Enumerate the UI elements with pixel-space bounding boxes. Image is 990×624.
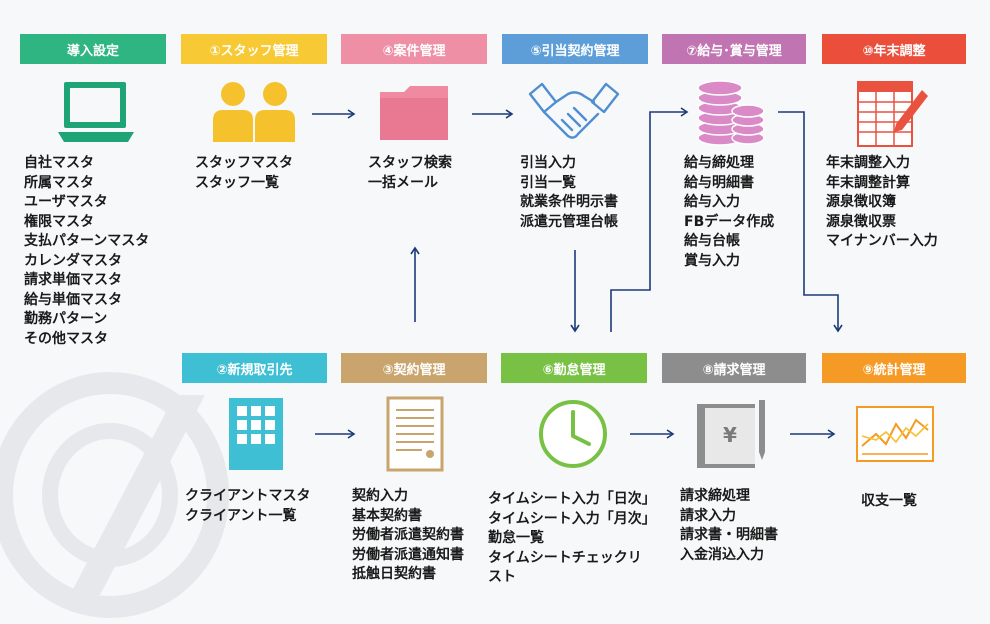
step-title: ⑩年末調整 [862,43,926,59]
list-item: 引当入力 [520,155,576,171]
list-item: 就業条件明示書 [520,194,618,210]
list-item: 所属マスタ [24,174,94,191]
list-item: 給与台帳 [684,233,740,249]
svg-text:¥: ¥ [723,423,737,447]
item-list-assignment: 引当入力引当一覧就業条件明示書派遣元管理台帳 [520,154,618,232]
list-item: スタッフ一覧 [195,174,279,191]
list-item: FBデータ作成 [684,213,775,230]
list-item: 一括メール [368,174,438,191]
item-list-attendance: タイムシート入力「日次」タイムシート入力「月次」勤怠一覧タイムシートチェックリス… [488,490,656,588]
list-item: 労働者派遣通知書 [352,546,464,563]
list-item: 年末調整計算 [826,174,910,191]
list-item: 給与明細書 [684,174,754,191]
step-header-year-end: ⑩年末調整 [822,34,966,64]
list-item: 派遣元管理台帳 [520,213,618,230]
people-icon [213,82,295,142]
step-title: ⑤引当契約管理 [530,43,620,59]
item-list-new-client: クライアントマスタクライアント一覧 [185,487,310,526]
item-list-payroll: 給与締処理給与明細書給与入力 FBデータ作成給与台帳賞与入力 [684,154,774,271]
list-item: 自社マスタ [24,155,94,171]
list-item: その他マスタ [24,330,108,347]
list-item: タイムシート入力「月次」 [488,510,656,527]
item-list-statistics: 収支一覧 [861,492,917,512]
list-item: 抵触日契約書 [352,566,436,582]
step-header-payroll: ⑦給与･賞与管理 [662,34,806,64]
step-header-attendance: ⑥勤怠管理 [501,353,647,383]
step-header-statistics: ⑨統計管理 [822,353,966,383]
list-item: ユーザマスタ [24,194,108,210]
list-item: 源泉徴収簿 [826,194,896,210]
coins-icon [697,80,765,146]
list-item: スト [488,569,516,585]
spreadsheet-icon [857,81,928,147]
list-item: 請求書・明細書 [680,527,778,543]
list-item: 収支一覧 [861,493,917,509]
list-item: カレンダマスタ [24,252,122,269]
step-header-assignment: ⑤引当契約管理 [502,34,648,64]
list-item: マイナンバー入力 [826,233,938,249]
step-title: ①スタッフ管理 [209,43,299,59]
list-item: スタッフマスタ [195,155,293,171]
item-list-setup: 自社マスタ所属マスタユーザマスタ権限マスタ支払パターンマスタカレンダマスタ請求単… [24,154,149,349]
list-item: 基本契約書 [352,507,422,524]
list-item: 請求単価マスタ [24,272,122,288]
folder-icon [380,86,448,140]
step-title: ⑥勤怠管理 [542,362,606,378]
step-header-setup: 導入設定 [20,34,166,64]
list-item: 権限マスタ [24,213,94,230]
list-item: クライアント一覧 [185,507,297,524]
list-item: 支払パターンマスタ [24,233,150,249]
step-title: ③契約管理 [382,362,446,378]
list-item: 請求締処理 [680,488,750,504]
handshake-icon [528,82,620,139]
watermark-logo-icon [0,372,229,618]
step-title: 導入設定 [66,43,119,59]
document-icon [386,396,444,472]
item-list-contract: 契約入力基本契約書労働者派遣契約書労働者派遣通知書抵触日契約書 [352,487,464,585]
list-item: 契約入力 [352,488,408,504]
arrow-payroll-to-statistics [778,111,843,333]
item-list-year-end: 年末調整入力年末調整計算源泉徴収簿源泉徴収票マイナンバー入力 [826,154,938,252]
step-header-contract: ③契約管理 [341,353,487,383]
clock-icon [539,400,607,468]
list-item: 年末調整入力 [826,155,910,171]
yen-book-icon: ¥ [697,400,765,468]
chart-icon [856,406,934,462]
step-header-staff: ①スタッフ管理 [181,34,327,64]
building-icon [229,398,283,470]
list-item: スタッフ検索 [368,155,452,171]
laptop-icon [58,82,134,142]
list-item: 勤務パターン [24,311,108,327]
item-list-case: スタッフ検索一括メール [368,154,452,193]
step-title: ⑨統計管理 [862,362,926,378]
list-item: クライアントマスタ [185,488,311,504]
step-title: ⑦給与･賞与管理 [686,43,782,59]
step-header-billing: ⑧請求管理 [662,353,806,383]
list-item: 給与単価マスタ [24,291,122,308]
step-title: ②新規取引先 [216,362,293,378]
list-item: 賞与入力 [684,252,740,269]
list-item: 給与入力 [684,194,740,210]
step-header-case: ④案件管理 [341,34,487,64]
list-item: 入金消込入力 [680,546,764,563]
item-list-billing: 請求締処理請求入力請求書・明細書入金消込入力 [680,487,778,565]
list-item: 給与締処理 [684,155,754,171]
list-item: 勤怠一覧 [488,530,544,546]
list-item: タイムシートチェックリ [488,549,642,566]
list-item: タイムシート入力「日次」 [488,491,656,507]
list-item: 請求入力 [680,507,736,524]
step-title: ⑧請求管理 [702,362,766,378]
list-item: 源泉徴収票 [826,213,896,230]
list-item: 労働者派遣契約書 [352,527,464,543]
arrow-attendance-to-payroll [610,107,689,332]
item-list-staff: スタッフマスタスタッフ一覧 [195,154,293,193]
list-item: 引当一覧 [520,174,576,191]
step-title: ④案件管理 [382,43,446,59]
step-header-new-client: ②新規取引先 [182,353,327,383]
